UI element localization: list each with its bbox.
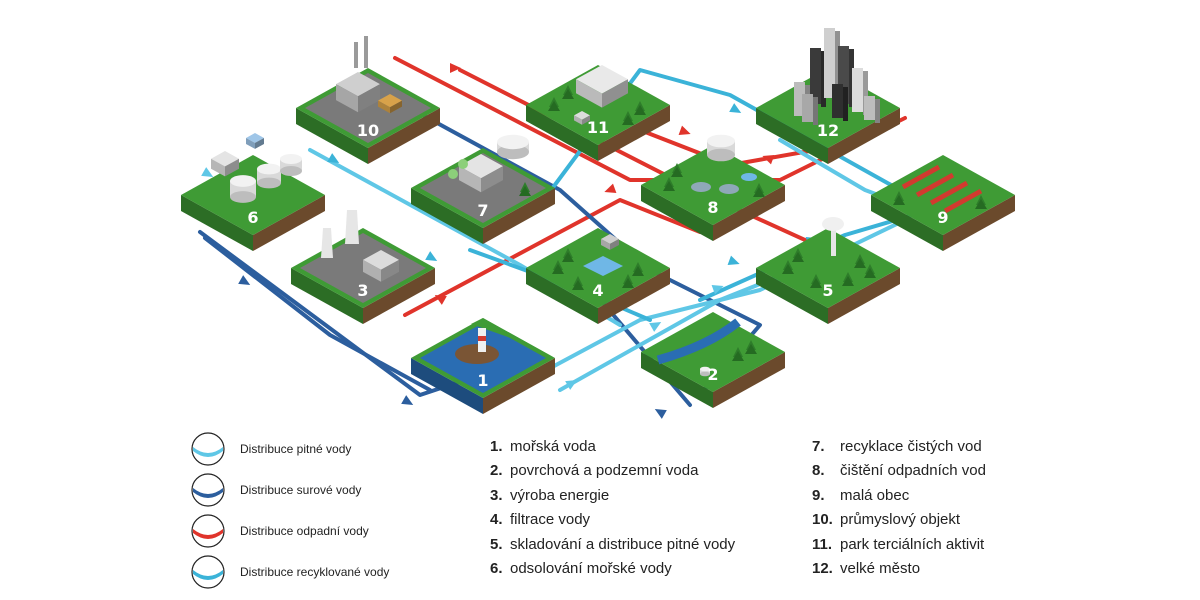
flow-arrow [434,295,447,305]
flow-arrow [327,153,340,163]
flow-arrow [450,63,461,73]
tile-river: 2 [641,312,785,408]
facility-list-left: 1.mořská voda 2.povrchová a podzemní vod… [490,434,735,581]
legend-label: Distribuce pitné vody [240,441,352,456]
pipe-ring-icon [191,431,225,466]
list-item: 11.park terciálních aktivit [812,535,985,553]
tile-number: 3 [357,281,368,300]
tile-business-park: 11 [526,65,670,161]
pipe-ring-icon [191,472,225,507]
list-item: 2.povrchová a podzemní voda [490,462,699,480]
flow-arrow [729,103,742,113]
tile-number: 4 [592,281,603,300]
list-item: 9.malá obec [812,486,910,504]
list-item: 3.výroba energie [490,486,610,504]
tile-number: 7 [477,201,488,220]
list-item: 1.mořská voda [490,437,596,455]
list-item: 7.recyklace čistých vod [812,437,982,455]
tile-power-plant: 3 [291,210,435,324]
flow-arrow [649,322,662,332]
pipe-ring-icon [191,554,225,589]
flow-arrow [762,155,775,165]
tile-wastewater: 8 [641,134,785,241]
legend: Distribuce pitné vody Distribuce surové … [190,428,460,592]
pipe-ring-icon [191,513,225,548]
tile-city: 12 [756,28,900,164]
flow-arrow [565,380,578,390]
legend-item-recycled: Distribuce recyklované vody [190,551,460,592]
tile-filtration: 4 [526,228,670,324]
tile-desalination: 6 [181,133,325,251]
flow-arrow [604,183,617,193]
legend-label: Distribuce odpadní vody [240,523,369,538]
flow-arrow [238,275,251,285]
list-item: 6.odsolování mořské vody [490,560,672,578]
tile-recycling: 7 [411,134,555,244]
legend-label: Distribuce surové vody [240,482,362,497]
flow-arrow [201,167,214,177]
list-item: 4.filtrace vody [490,511,591,529]
legend-item-drinking: Distribuce pitné vody [190,428,460,469]
tile-water-tower: 5 [756,217,900,324]
flow-arrow [711,285,724,295]
tile-number: 6 [247,208,258,227]
facility-list-right: 7.recyklace čistých vod 8.čištění odpadn… [812,434,986,581]
flow-arrow [678,125,691,135]
tile-industry: 10 [296,36,440,164]
list-item: 5.skladování a distribuce pitné vody [490,535,736,553]
list-item: 10.průmyslový objekt [812,511,961,529]
tile-number: 2 [707,365,718,384]
tile-number: 5 [822,281,833,300]
flow-arrow [401,395,414,405]
flow-arrow [727,255,740,265]
list-item: 12.velké město [812,560,921,578]
tile-number: 8 [707,198,718,217]
tile-number: 11 [587,118,609,137]
list-item: 8.čištění odpadních vod [812,462,986,480]
tile-number: 10 [357,121,379,140]
tile-number: 9 [937,208,948,227]
tile-number: 1 [477,371,488,390]
legend-item-waste: Distribuce odpadní vody [190,510,460,551]
flow-arrow [425,251,438,261]
flow-arrow [654,409,667,419]
tile-sea: 1 [411,318,555,414]
legend-item-raw: Distribuce surové vody [190,469,460,510]
tile-village: 9 [871,155,1015,251]
tile-number: 12 [817,121,839,140]
legend-label: Distribuce recyklované vody [240,564,390,579]
pipe-raw [203,236,432,392]
